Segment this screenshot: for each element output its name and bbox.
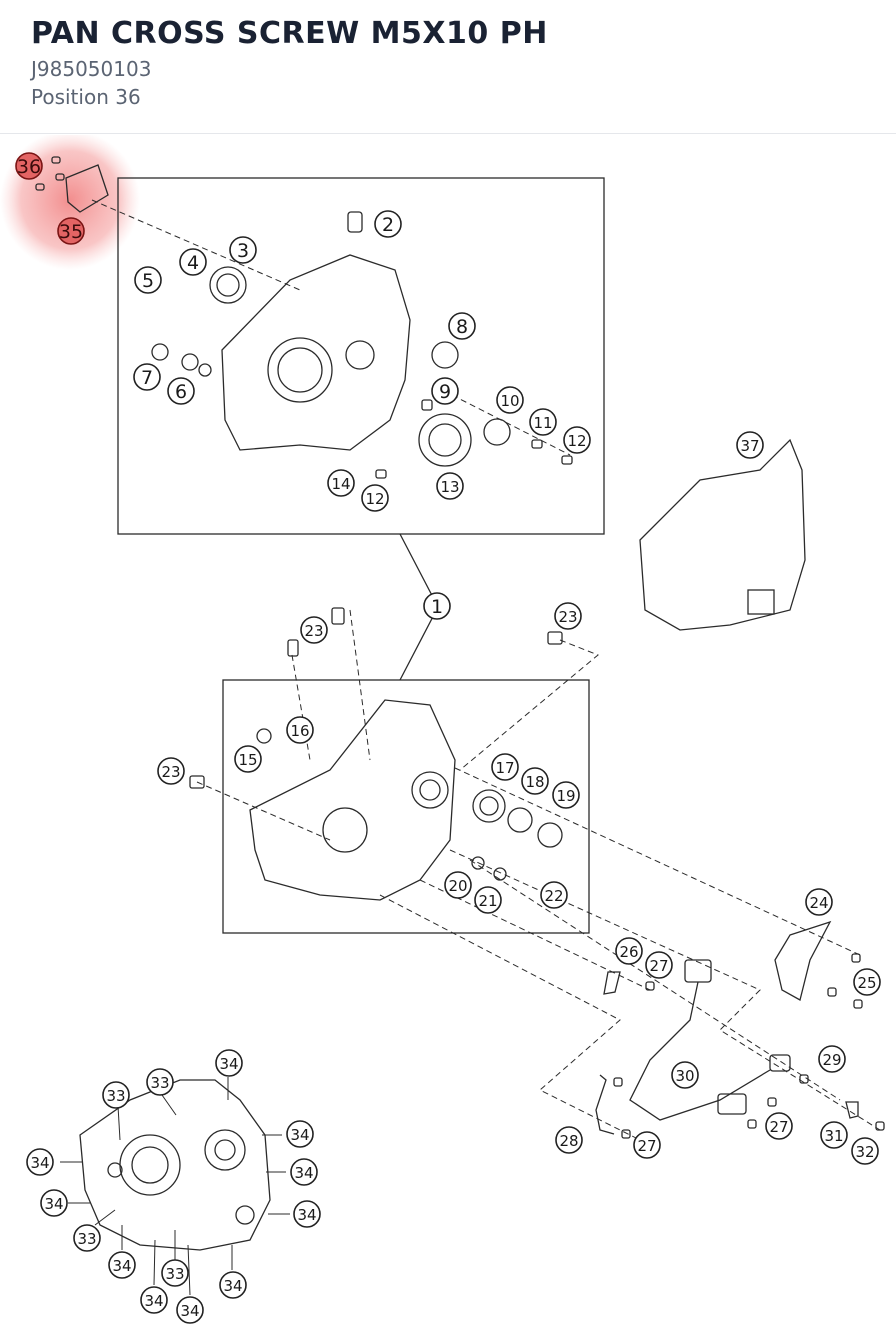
callout-20[interactable]: 20 — [448, 877, 467, 895]
callout-24[interactable]: 24 — [809, 894, 828, 912]
callout-4[interactable]: 4 — [187, 252, 199, 274]
gasket-37 — [639, 438, 806, 631]
callout-5[interactable]: 5 — [142, 270, 154, 292]
callout-11[interactable]: 11 — [533, 414, 552, 432]
callout-33[interactable]: 33 — [77, 1230, 96, 1248]
cable-30 — [629, 981, 771, 1121]
dashed-line — [349, 609, 371, 761]
callout-30[interactable]: 30 — [675, 1067, 694, 1085]
cover-24 — [774, 920, 832, 1001]
callout-25[interactable]: 25 — [857, 974, 876, 992]
callout-34[interactable]: 34 — [30, 1154, 49, 1172]
svg-text:35: 35 — [59, 221, 83, 243]
upper-crankcase-frame — [117, 177, 605, 535]
callout-22[interactable]: 22 — [544, 887, 563, 905]
callout-35[interactable]: 35 — [57, 217, 85, 245]
callout-12[interactable]: 12 — [365, 490, 384, 508]
callout-34[interactable]: 34 — [290, 1126, 309, 1144]
sensor-30 — [684, 959, 712, 983]
callout-14[interactable]: 14 — [331, 475, 350, 493]
callout-34[interactable]: 34 — [294, 1164, 313, 1182]
callout-17[interactable]: 17 — [495, 759, 514, 777]
callout-23[interactable]: 23 — [304, 622, 323, 640]
callout-37[interactable]: 37 — [740, 437, 759, 455]
callout-7[interactable]: 7 — [141, 367, 153, 389]
callout-33[interactable]: 33 — [106, 1087, 125, 1105]
callout-34[interactable]: 34 — [223, 1277, 242, 1295]
part-title: PAN CROSS SCREW M5X10 PH — [31, 16, 548, 51]
callout-36[interactable]: 36 — [15, 152, 43, 180]
dashed-line — [379, 894, 641, 1141]
part-header: PAN CROSS SCREW M5X10 PH J985050103 Posi… — [0, 0, 896, 134]
callout-21[interactable]: 21 — [478, 892, 497, 910]
exploded-parts-diagram: 36 35 — [0, 135, 885, 1324]
dashed-line — [454, 767, 861, 956]
callout-18[interactable]: 18 — [525, 773, 544, 791]
dashed-line — [469, 859, 841, 1101]
dashed-line — [291, 654, 311, 761]
callout-34[interactable]: 34 — [297, 1206, 316, 1224]
callout-2[interactable]: 2 — [382, 214, 394, 236]
callout-34[interactable]: 34 — [112, 1257, 131, 1275]
callout-27[interactable]: 27 — [649, 957, 668, 975]
dashed-line — [459, 639, 599, 771]
callout-12[interactable]: 12 — [567, 432, 586, 450]
callout-28[interactable]: 28 — [559, 1132, 578, 1150]
bracket-28 — [595, 1074, 615, 1135]
screw-36 — [55, 173, 65, 181]
screw-36 — [51, 156, 61, 164]
lower-crankcase-frame — [222, 679, 590, 934]
callout-27[interactable]: 27 — [637, 1137, 656, 1155]
bracket-26 — [603, 971, 621, 995]
callout-33[interactable]: 33 — [165, 1265, 184, 1283]
callout-34[interactable]: 34 — [144, 1292, 163, 1310]
dashed-line — [451, 394, 571, 456]
part-number: J985050103 — [31, 57, 152, 81]
callout-10[interactable]: 10 — [500, 392, 519, 410]
callout-3[interactable]: 3 — [237, 240, 249, 262]
screw-36 — [35, 183, 45, 191]
callout-27[interactable]: 27 — [769, 1118, 788, 1136]
bracket-35 — [65, 164, 109, 213]
callout-13[interactable]: 13 — [440, 478, 459, 496]
lower-crankcase-half — [249, 699, 456, 901]
callout-16[interactable]: 16 — [290, 722, 309, 740]
callout-34[interactable]: 34 — [44, 1195, 63, 1213]
dashed-line — [196, 781, 331, 841]
callout-19[interactable]: 19 — [556, 787, 575, 805]
bracket-31 — [845, 1101, 859, 1119]
callout-34[interactable]: 34 — [219, 1055, 238, 1073]
callout-6[interactable]: 6 — [175, 381, 187, 403]
callout-23[interactable]: 23 — [161, 763, 180, 781]
callout-8[interactable]: 8 — [456, 316, 468, 338]
callout-26[interactable]: 26 — [619, 943, 638, 961]
callout-9[interactable]: 9 — [439, 381, 451, 403]
callout-32[interactable]: 32 — [855, 1143, 874, 1161]
crankcase-side-view — [79, 1079, 271, 1251]
part-position: Position 36 — [31, 85, 141, 109]
callout-34[interactable]: 34 — [180, 1302, 199, 1320]
callout-1[interactable]: 1 — [431, 596, 443, 618]
callout-33[interactable]: 33 — [150, 1074, 169, 1092]
upper-crankcase-half — [221, 254, 411, 451]
callout-31[interactable]: 31 — [824, 1127, 843, 1145]
callout-15[interactable]: 15 — [238, 751, 257, 769]
callout-29[interactable]: 29 — [822, 1051, 841, 1069]
callout-23[interactable]: 23 — [558, 608, 577, 626]
svg-text:36: 36 — [17, 156, 41, 178]
dashed-line — [91, 199, 301, 291]
